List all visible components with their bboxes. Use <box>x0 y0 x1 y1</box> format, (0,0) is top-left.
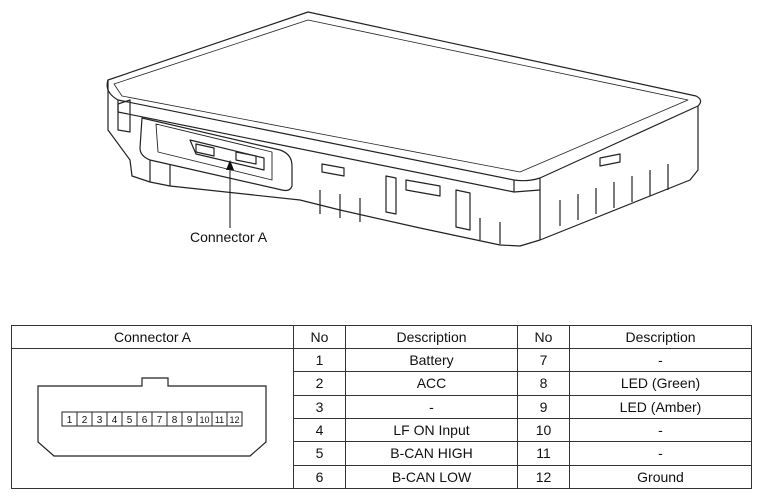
connector-pin-number: 1 <box>67 415 73 426</box>
pin-no-left: 3 <box>293 394 346 419</box>
pin-no-right: 12 <box>517 464 570 490</box>
pin-no-left: 6 <box>293 464 346 490</box>
pin-no-right: 7 <box>517 347 570 373</box>
connector-pin-number: 4 <box>112 415 118 426</box>
connector-pin-number: 3 <box>97 415 103 426</box>
pin-no-right: 8 <box>517 371 570 396</box>
pin-no-left: 4 <box>293 417 346 443</box>
connector-pin-number: 6 <box>142 415 148 426</box>
pin-description-right: Ground <box>569 464 752 490</box>
connector-pin-number: 12 <box>229 415 239 425</box>
table-row: 3 - 9 LED (Amber) <box>12 394 752 419</box>
module-illustration <box>106 11 702 247</box>
pin-description-left: LF ON Input <box>345 417 518 443</box>
connector-pin-number: 7 <box>157 415 163 426</box>
pin-description-right: - <box>569 441 752 466</box>
pin-description-left: ACC <box>345 371 518 396</box>
pin-no-right: 9 <box>517 394 570 419</box>
connector-pin-cell <box>226 411 243 426</box>
connector-pin-number: 10 <box>199 415 209 425</box>
pin-description-left: B-CAN LOW <box>345 464 518 490</box>
pin-description-left: B-CAN HIGH <box>345 441 518 466</box>
table-row: 4 LF ON Input 10 - <box>12 417 752 443</box>
pin-description-left: - <box>345 394 518 419</box>
header-connector: Connector A <box>11 325 294 349</box>
pin-no-left: 2 <box>293 371 346 396</box>
pin-description-right: LED (Amber) <box>569 394 752 419</box>
pin-description-left: Battery <box>345 347 518 373</box>
connector-pin-number: 2 <box>82 415 88 426</box>
header-description-right: Description <box>569 325 752 349</box>
table-row: 6 B-CAN LOW 12 Ground <box>12 464 752 490</box>
header-row: Connector A No Description No Descriptio… <box>11 325 752 349</box>
pinout-table: Connector A No Description No Descriptio… <box>11 325 752 490</box>
pin-description-right: - <box>569 347 752 373</box>
connector-a-callout-label: Connector A <box>190 229 268 245</box>
header-no-right: No <box>517 325 570 349</box>
table-row: 2 ACC 8 LED (Green) <box>12 371 752 396</box>
pin-description-right: - <box>569 417 752 443</box>
pin-no-left: 5 <box>293 441 346 466</box>
header-description-left: Description <box>345 325 518 349</box>
header-no-left: No <box>293 325 346 349</box>
connector-pin-number: 11 <box>215 415 224 425</box>
pin-no-right: 10 <box>517 417 570 443</box>
connector-pin-number: 9 <box>187 415 193 426</box>
pin-no-left: 1 <box>293 347 346 373</box>
connector-pin-number: 8 <box>172 415 178 426</box>
connector-pin-number: 5 <box>127 415 133 426</box>
pin-description-right: LED (Green) <box>569 371 752 396</box>
pin-no-right: 11 <box>517 441 570 466</box>
